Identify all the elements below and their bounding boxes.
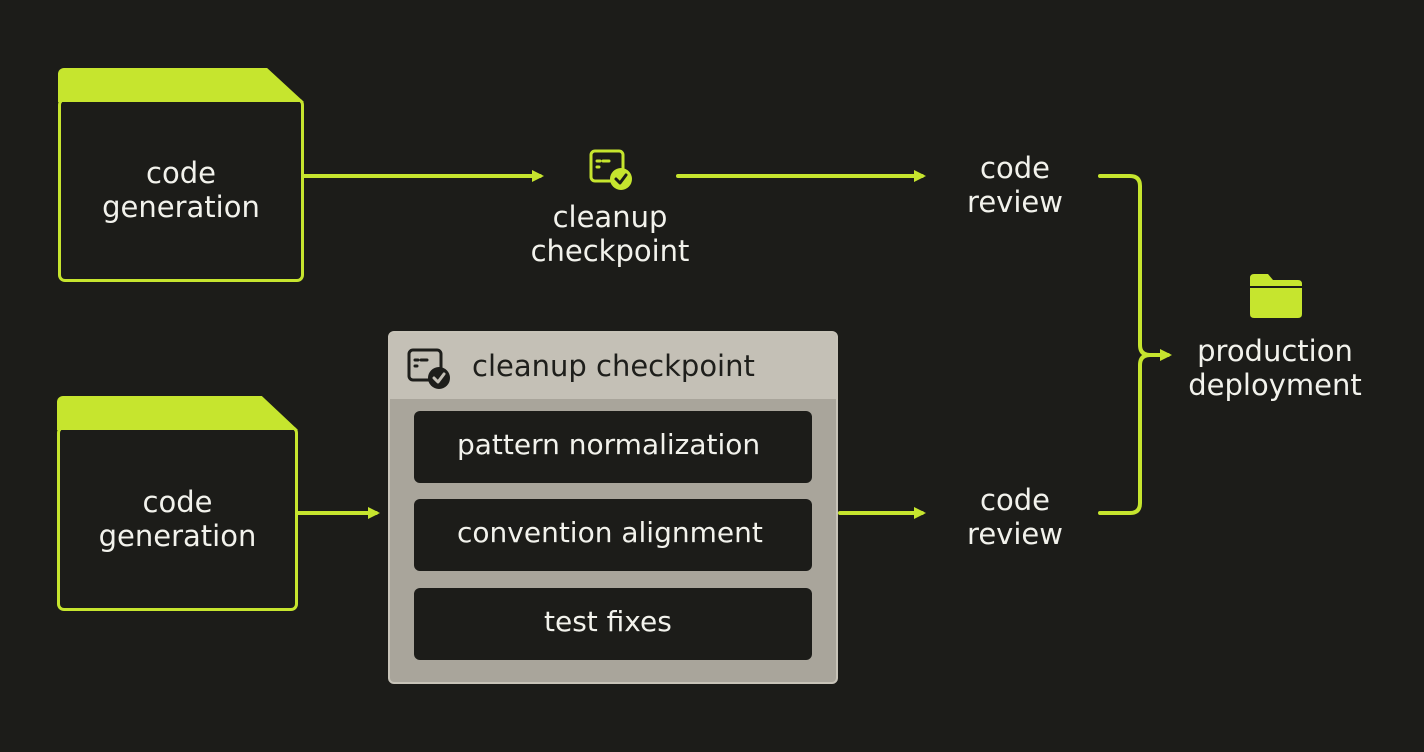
- convention-alignment-label: convention alignment: [457, 516, 763, 549]
- production-deployment-label: production deployment: [1180, 334, 1370, 402]
- production-deployment-line2: deployment: [1188, 368, 1362, 402]
- cleanup-checkpoint-top-line2: checkpoint: [530, 234, 690, 268]
- cleanup-checkpoint-top-line1: cleanup: [552, 200, 668, 234]
- checklist-check-icon: [589, 149, 632, 190]
- code-generation-top-line2: generation: [102, 190, 260, 224]
- code-review-top-label: code review: [945, 151, 1085, 219]
- step-convention-alignment: [414, 499, 812, 571]
- pattern-normalization-label: pattern normalization: [457, 428, 761, 461]
- step-pattern-normalization: [414, 411, 812, 483]
- cleanup-checkpoint-panel-header: cleanup checkpoint: [390, 333, 836, 399]
- code-generation-bottom-label: code generation: [99, 485, 257, 553]
- code-generation-top-tab: [58, 68, 304, 102]
- code-generation-top-line1: code: [146, 156, 216, 190]
- cleanup-checkpoint-top-label: cleanup checkpoint: [520, 200, 700, 268]
- code-generation-bottom-line2: generation: [98, 518, 257, 553]
- production-deployment-line1: production: [1197, 334, 1353, 368]
- code-generation-bottom-box: code generation: [57, 426, 298, 611]
- code-review-bottom-line2: review: [967, 517, 1063, 551]
- checklist-check-icon: [407, 348, 450, 389]
- code-review-top-line2: review: [967, 185, 1063, 219]
- code-review-top-line1: code: [980, 151, 1050, 185]
- cleanup-checkpoint-panel-title: cleanup checkpoint: [472, 349, 755, 383]
- code-review-bottom-line1: code: [980, 483, 1050, 517]
- code-review-bottom-label: code review: [945, 483, 1085, 551]
- merge-bracket: [1098, 174, 1152, 515]
- cleanup-checkpoint-panel: cleanup checkpoint: [388, 331, 838, 684]
- code-generation-bottom-tab: [57, 396, 298, 430]
- test-fixes-label: test fixes: [544, 605, 672, 638]
- step-test-fixes: [414, 588, 812, 660]
- code-generation-top-box: code generation: [58, 98, 304, 282]
- folder-icon: [1250, 274, 1302, 318]
- code-generation-bottom-line1: code: [142, 484, 213, 519]
- code-generation-top-label: code generation: [102, 156, 260, 224]
